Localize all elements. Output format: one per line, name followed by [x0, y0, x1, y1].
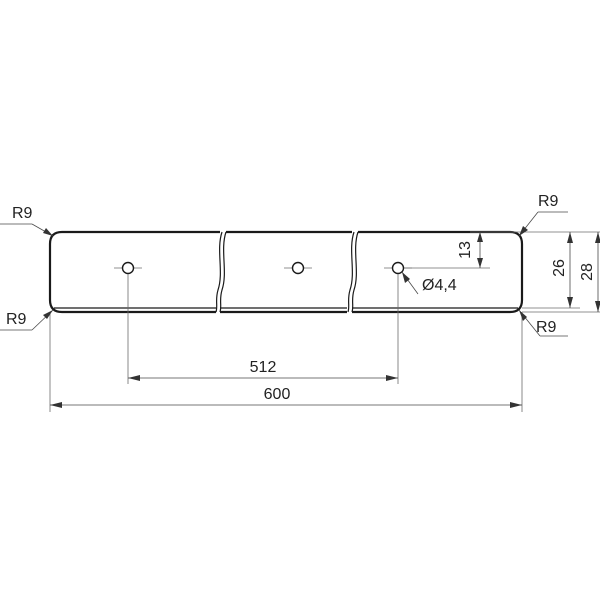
break-line-left-2	[219, 231, 227, 313]
part-outline-left	[48, 230, 220, 314]
radius-label-bottom-right: R9	[536, 319, 557, 336]
dim-label-length: 600	[264, 386, 291, 403]
arrowhead-13-top	[477, 232, 483, 242]
radius-label-top-left: R9	[12, 205, 33, 222]
arrowhead-13-bottom	[477, 258, 483, 268]
holes	[114, 261, 412, 275]
extension-lines	[49, 231, 600, 412]
dim-hole-offset: 13	[457, 232, 483, 268]
break-line-right-2	[351, 231, 359, 313]
part-outline-right	[352, 230, 524, 314]
arrowhead-512-right	[386, 375, 398, 381]
arrowhead-28-top	[595, 232, 600, 243]
radius-label-bottom-left: R9	[6, 311, 27, 328]
arrowhead-26-bottom	[567, 297, 573, 308]
dim-label-inner-height: 26	[551, 259, 568, 277]
dim-label-hole-diameter: Ø4,4	[422, 277, 457, 294]
break-line-left	[215, 231, 223, 313]
hole-3	[391, 261, 405, 275]
arrowhead-600-left	[50, 402, 62, 408]
arrowhead-r-top-left	[43, 228, 53, 236]
arrowhead-hole-diameter	[402, 272, 410, 283]
dim-hole-spacing: 512	[128, 359, 398, 381]
dim-label-hole-spacing: 512	[250, 359, 277, 376]
dim-outer-height: 28	[579, 232, 600, 312]
profile-part	[48, 230, 524, 314]
dim-overall-length: 600	[50, 386, 522, 408]
dim-hole-diameter: Ø4,4	[401, 271, 457, 295]
arrowhead-28-bottom	[595, 301, 600, 312]
dim-label-hole-offset: 13	[457, 241, 474, 259]
arrowhead-r-bottom-left	[43, 310, 53, 319]
arrowhead-512-left	[128, 375, 140, 381]
arrowhead-r-top-right	[519, 226, 528, 236]
dim-inner-height: 26	[551, 232, 573, 308]
radius-label-top-right: R9	[538, 193, 559, 210]
hole-1	[121, 261, 135, 275]
break-line-right	[347, 231, 355, 313]
hole-2	[291, 261, 305, 275]
arrowhead-26-top	[567, 232, 573, 243]
dim-label-outer-height: 28	[579, 263, 596, 281]
radius-callouts: R9 R9 R9 R9	[0, 193, 568, 337]
arrowhead-r-bottom-right	[519, 310, 527, 321]
arrowhead-600-right	[510, 402, 522, 408]
